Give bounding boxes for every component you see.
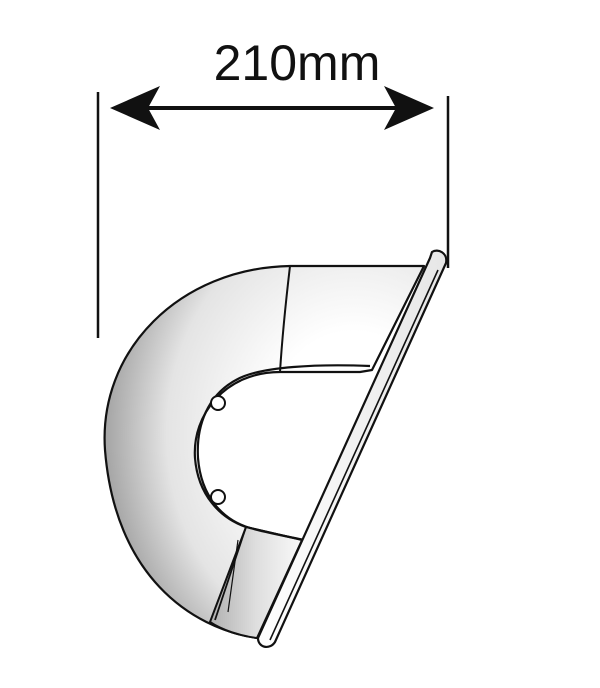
lower-crease-line (214, 526, 247, 621)
right-arrowhead-icon (384, 86, 434, 130)
lower-crease-line-2 (227, 539, 239, 613)
front-rim-bar (256, 249, 448, 648)
dimension-label: 210mm (214, 35, 381, 91)
mounting-hole-icon (210, 395, 226, 411)
mounting-hole-icon (210, 489, 226, 505)
inner-panel-edge (279, 265, 291, 373)
dimension-arrow (110, 86, 434, 130)
left-arrowhead-icon (110, 86, 160, 130)
inner-cup (196, 364, 371, 542)
lamp-shell (103, 264, 426, 640)
